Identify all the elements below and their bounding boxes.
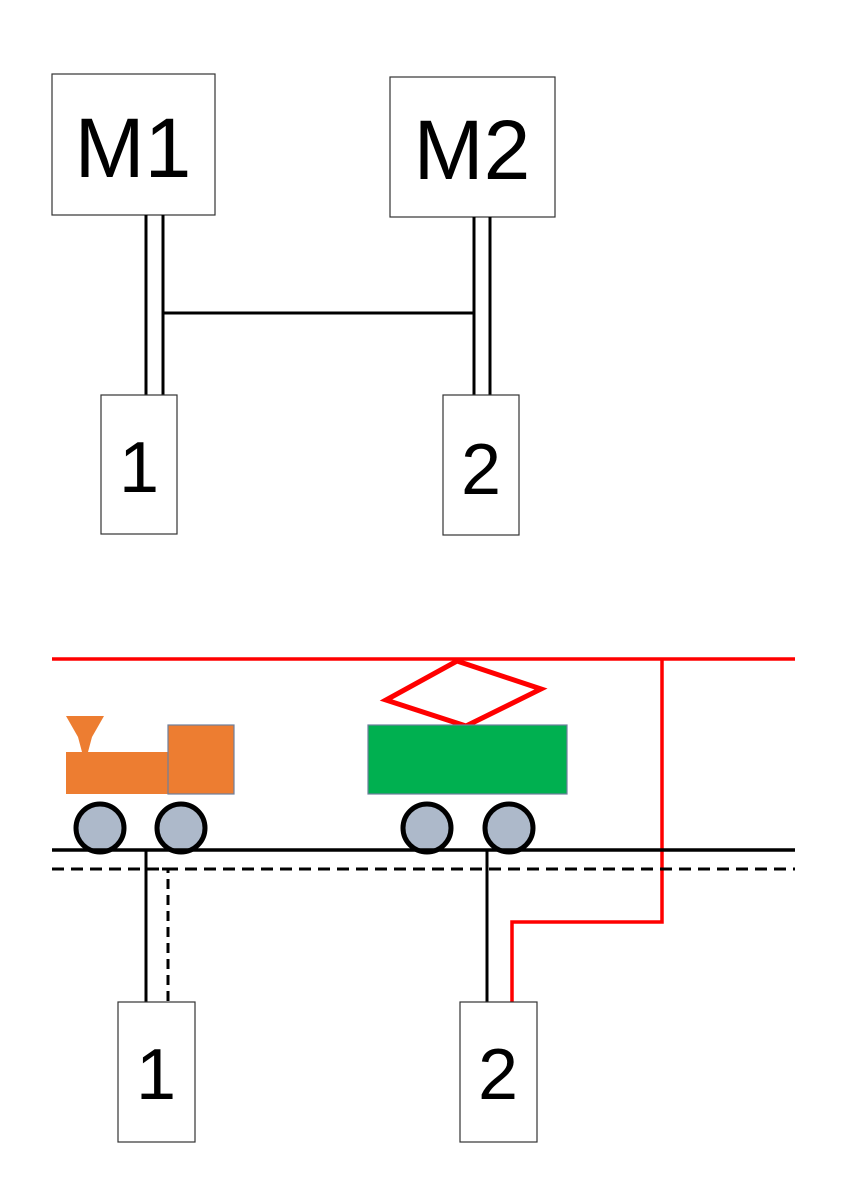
pantograph [379,658,548,729]
bottom-diagram: 1 2 [52,657,795,1143]
top-box-1: 1 [100,394,178,535]
electric-car-wheel-rear [482,801,536,855]
locomotive-wheel-front [73,801,127,855]
electric-car [367,724,568,855]
bottom-box-2-label: 2 [478,1035,518,1115]
box1-dashed-feed [146,867,170,1003]
top-box-1-label: 1 [119,428,159,508]
electric-car-body [367,724,568,795]
m2-label: M2 [414,103,531,197]
m1-box: M1 [51,73,216,216]
locomotive-wheel-rear [154,801,208,855]
top-diagram: M1 M2 1 2 [51,73,556,536]
steam-locomotive [66,716,235,855]
electric-car-wheel-front [400,801,454,855]
m1-label: M1 [75,101,192,195]
bottom-box-1: 1 [117,1001,196,1143]
bottom-box-1-label: 1 [136,1035,176,1115]
locomotive-cab [167,724,235,795]
m2-box: M2 [389,76,556,218]
top-box-2: 2 [442,394,520,536]
locomotive-chimney [66,716,104,752]
locomotive-boiler [66,752,169,794]
bottom-box-2: 2 [459,1001,538,1143]
overhead-feeder-wire [510,659,664,1003]
top-box-2-label: 2 [461,430,501,510]
